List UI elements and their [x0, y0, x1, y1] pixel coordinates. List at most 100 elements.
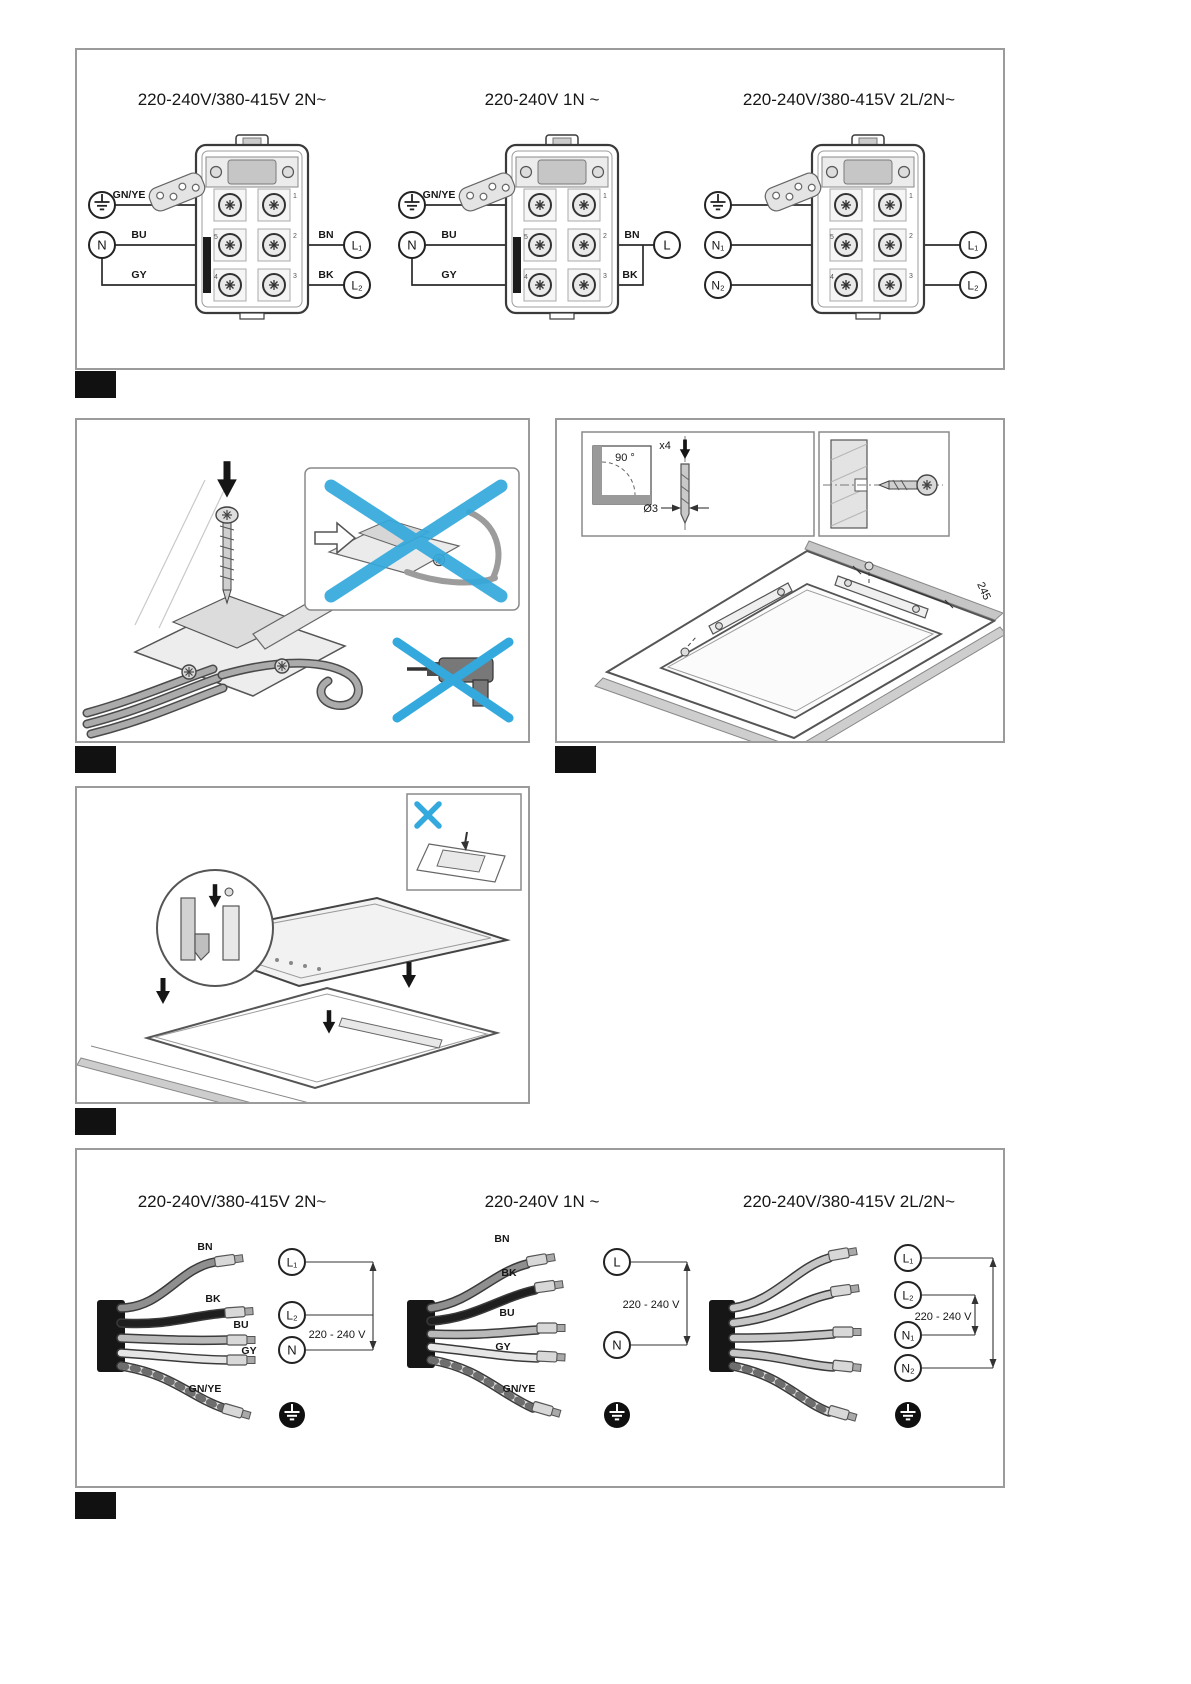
- voltage-label: 220 - 240 V: [623, 1299, 681, 1311]
- terminal-diagram-1n: N L GN/YE BU GY BN BK 1 2 3 5 4: [398, 118, 681, 330]
- diagram-title: 220-240V/380-415V 2N~: [137, 90, 327, 109]
- svg-text:5: 5: [524, 234, 528, 241]
- svg-text:5: 5: [214, 234, 218, 241]
- wire-label-gnye: GN/YE: [423, 189, 456, 201]
- diagram-title: 220-240V 1N ~: [484, 90, 600, 109]
- mounting-rail-left: [708, 582, 793, 635]
- svg-text:N: N: [97, 238, 106, 253]
- svg-text:3: 3: [909, 273, 913, 280]
- terminal-numbers: 1 2 3 5 4: [830, 193, 913, 281]
- earth-terminal: [88, 191, 116, 219]
- diagram-title: 220-240V 1N ~: [484, 1192, 600, 1211]
- terminal-bridge: [203, 237, 211, 293]
- step-marker-1: [75, 371, 116, 398]
- svg-text:N₁: N₁: [712, 239, 725, 253]
- step-marker-2: [75, 746, 116, 773]
- line-terminal: L: [603, 1248, 631, 1276]
- neutral1-terminal: N₁: [704, 231, 732, 259]
- svg-text:2: 2: [603, 233, 607, 240]
- voltage-dimension: [305, 1261, 377, 1351]
- voltage-label: 220 - 240 V: [915, 1311, 973, 1323]
- line1-terminal: L₁: [894, 1244, 922, 1272]
- wire-label-gnye: GN/YE: [189, 1383, 222, 1395]
- prohibited-cross-icon: [414, 801, 442, 829]
- clip-detail-magnifier: [156, 869, 274, 987]
- wire-label-bn: BN: [197, 1241, 212, 1253]
- earth-terminal: [704, 191, 732, 219]
- neutral-terminal: N: [88, 231, 116, 259]
- worktop-cutout-view: 245: [594, 540, 1003, 741]
- earth-terminal: [279, 1402, 305, 1428]
- wire-label-gy: GY: [441, 269, 456, 281]
- clamp-screw-illustration: [82, 461, 520, 739]
- insert-arrow-left-icon: [156, 978, 170, 1004]
- line1-terminal: L₁: [278, 1248, 306, 1276]
- line1-terminal: L₁: [343, 231, 371, 259]
- insertion-panel: [75, 786, 530, 1104]
- wire-label-bu: BU: [233, 1319, 248, 1331]
- wire-label-bu: BU: [499, 1307, 514, 1319]
- loose-screws: [680, 561, 874, 657]
- diagram-title: 220-240V/380-415V 2L/2N~: [742, 90, 956, 109]
- svg-text:L₁: L₁: [287, 1256, 298, 1270]
- step-marker-3: [555, 746, 596, 773]
- svg-text:4: 4: [214, 274, 218, 281]
- hole-count-label: x4: [659, 440, 671, 452]
- cable-diagram-2l2n: L₁ L₂ N₁ N₂: [709, 1244, 997, 1428]
- terminal-numbers: 1 2 3 5 4: [214, 193, 297, 281]
- svg-text:L₂: L₂: [351, 279, 363, 293]
- svg-text:2: 2: [909, 233, 913, 240]
- voltage-dimension: [630, 1261, 691, 1346]
- cable-diagram-col-2: 220-240V 1N ~ BN BK BU GY GN/YE: [387, 1150, 697, 1486]
- step-marker-4: [75, 1108, 116, 1135]
- svg-text:N₂: N₂: [711, 279, 725, 293]
- terminal-wiring-panel: 220-240V/380-415V 2N~ N L₁: [75, 48, 1005, 370]
- drilling-inset: 90 ° x4 Ø3: [581, 431, 950, 537]
- earth-terminal: [604, 1402, 630, 1428]
- drilling-illustration: 90 ° x4 Ø3: [581, 431, 1003, 741]
- wire-label-gy: GY: [241, 1345, 256, 1357]
- svg-text:N: N: [407, 238, 416, 253]
- svg-text:L₁: L₁: [968, 239, 979, 253]
- svg-text:N: N: [287, 1343, 296, 1358]
- neutral2-terminal: N₂: [894, 1354, 922, 1382]
- terminal-block: [196, 135, 308, 319]
- mounting-rail-right: [834, 575, 929, 619]
- diameter-label: Ø3: [643, 503, 658, 515]
- prohibited-cross-icon: [392, 637, 514, 723]
- terminal-block: [812, 135, 924, 319]
- line-terminal: L: [653, 231, 681, 259]
- svg-text:L₁: L₁: [903, 1252, 914, 1266]
- diagram-title: 220-240V/380-415V 2N~: [137, 1192, 327, 1211]
- terminal-diagram-col-2: 220-240V 1N ~ N L GN/YE BU: [387, 50, 697, 368]
- terminal-diagram-2n: N L₁ L₂ GN/YE BU GY BN BK 1 2 3 5 4: [88, 118, 371, 330]
- voltage-dimension: [921, 1257, 997, 1369]
- clip-screw: [224, 887, 234, 897]
- push-arrow-icon: [314, 521, 357, 555]
- svg-text:3: 3: [603, 273, 607, 280]
- wire-label-bu: BU: [131, 229, 146, 241]
- wire-label-bn: BN: [318, 229, 333, 241]
- cable-diagram-1n: BN BK BU GY GN/YE L N 220: [407, 1233, 691, 1428]
- earth-terminal: [895, 1402, 921, 1428]
- terminal-diagram-col-3: 220-240V/380-415V 2L/2N~ N₁ N₂: [693, 50, 1005, 368]
- wire-label-bu: BU: [441, 229, 456, 241]
- neutral1-terminal: N₁: [894, 1321, 922, 1349]
- wire-label-bn: BN: [624, 229, 639, 241]
- svg-text:L₂: L₂: [286, 1309, 298, 1323]
- voltage-label: 220 - 240 V: [309, 1329, 367, 1341]
- mains-cables: [82, 658, 363, 739]
- clamp-screw-right: [275, 659, 289, 673]
- pilot-hole-icon: [823, 439, 943, 529]
- svg-text:1: 1: [293, 193, 297, 200]
- terminal-diagram-2l2n: N₁ N₂ L₁ L₂ 1 2 3 5 4: [704, 118, 987, 330]
- svg-text:5: 5: [830, 234, 834, 241]
- svg-text:L₁: L₁: [352, 239, 363, 253]
- terminal-diagram-col-1: 220-240V/380-415V 2N~ N L₁: [77, 50, 387, 368]
- terminal-block: [506, 135, 618, 319]
- fixing-screw: [215, 506, 239, 605]
- svg-text:2: 2: [293, 233, 297, 240]
- fixing-clip: [194, 933, 210, 961]
- terminal-numbers: 1 2 3 5 4: [524, 193, 607, 281]
